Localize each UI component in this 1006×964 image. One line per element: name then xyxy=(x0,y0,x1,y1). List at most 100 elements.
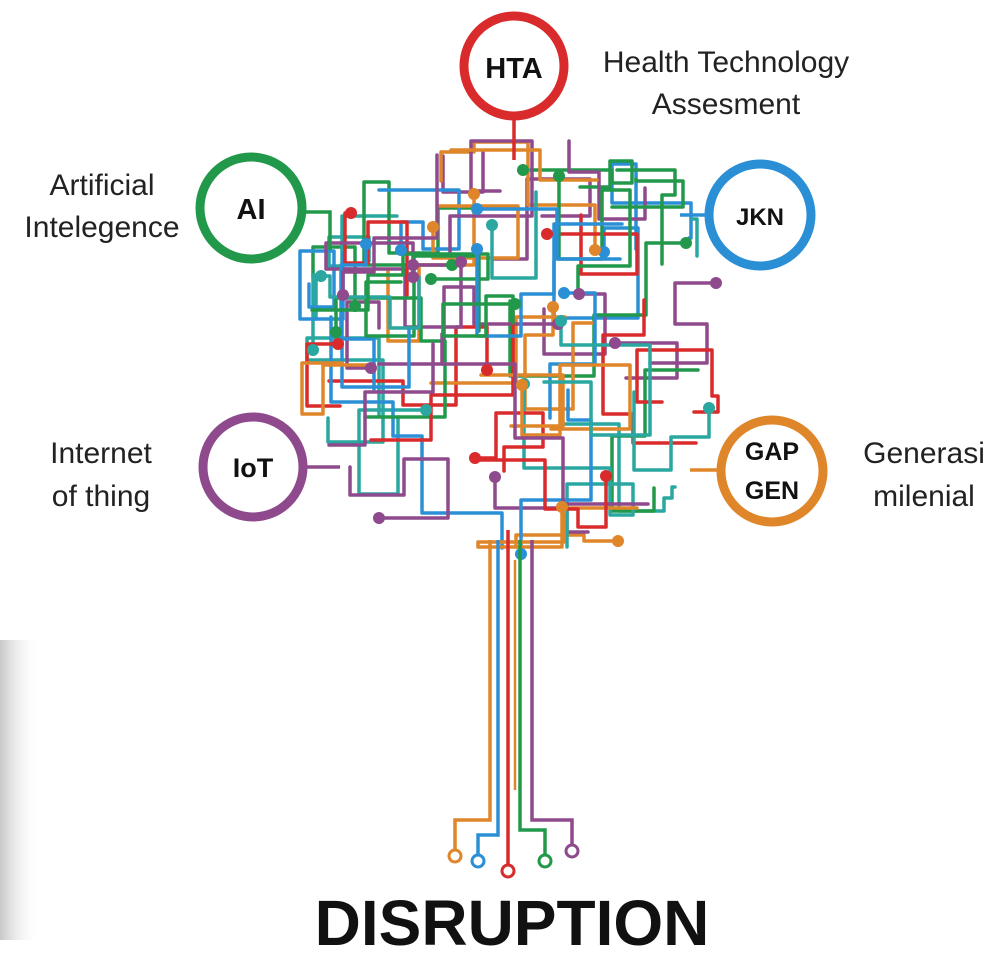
circuit-node-dot xyxy=(553,170,565,182)
circuit-node-dot xyxy=(486,219,498,231)
circuit-trace xyxy=(340,316,411,389)
circuit-node-dot xyxy=(703,402,715,414)
trunk-terminals xyxy=(447,843,580,879)
circuit-trace xyxy=(327,342,435,447)
page-title: DISRUPTION xyxy=(315,887,710,959)
hta-label: HTA xyxy=(485,53,543,85)
left-edge-shadow xyxy=(0,640,40,940)
tree-trunk xyxy=(453,530,574,865)
iot-description-line1: Internet xyxy=(50,437,152,470)
circuit-trace xyxy=(479,373,565,428)
circuit-nodes xyxy=(307,164,722,560)
circuit-trace xyxy=(311,245,357,308)
circuit-trace xyxy=(431,204,520,260)
circuit-trace xyxy=(475,207,622,261)
gap-gen-description-line1: Generasi xyxy=(863,437,985,470)
circuit-node-dot xyxy=(420,404,432,416)
circuit-node-dot xyxy=(407,271,419,283)
circuit-node-dot xyxy=(680,237,692,249)
circuit-node-dot xyxy=(395,244,407,256)
gen-label: GEN xyxy=(745,477,799,505)
circuit-trace xyxy=(514,533,620,549)
circuit-trace xyxy=(377,188,461,252)
circuit-node-dot xyxy=(573,288,585,300)
circuit-trace xyxy=(319,274,421,330)
node-connectors xyxy=(306,118,718,472)
hta-description-line2: Assesment xyxy=(652,88,801,121)
circuit-trace xyxy=(522,382,635,549)
ai-node[interactable]: AI xyxy=(195,152,307,264)
circuit-trace xyxy=(491,177,592,261)
circuit-node-dot xyxy=(455,256,467,268)
circuit-node-dot xyxy=(516,379,528,391)
circuit-trace xyxy=(567,139,647,221)
ai-description-line2: Intelegence xyxy=(24,211,179,244)
circuit-node-dot xyxy=(349,300,361,312)
circuit-node-dot xyxy=(471,243,483,255)
gap-gen-node[interactable]: GAP GEN xyxy=(716,415,828,527)
circuit-node-dot xyxy=(425,273,437,285)
circuit-trace xyxy=(690,217,699,258)
circuit-node-dot xyxy=(555,315,567,327)
circuit-node-dot xyxy=(332,338,344,350)
circuit-trace xyxy=(610,368,700,513)
circuit-trace xyxy=(610,177,685,209)
circuit-trace xyxy=(300,361,375,416)
circuit-node-dot xyxy=(547,301,559,313)
circuit-node-dot xyxy=(509,298,521,310)
circuit-node-dot xyxy=(517,164,529,176)
circuit-trace xyxy=(449,148,599,182)
gap-label: GAP xyxy=(745,438,799,466)
circuit-node-dot xyxy=(600,470,612,482)
circuit-trace xyxy=(310,252,490,312)
circuit-trace xyxy=(545,213,639,276)
iot-description-line2: of thing xyxy=(52,480,150,513)
circuit-node-dot xyxy=(609,337,621,349)
ai-description-line1: Artificial xyxy=(49,169,154,202)
circuit-node-dot xyxy=(373,512,385,524)
circuit-node-dot xyxy=(345,207,357,219)
circuit-node-dot xyxy=(710,277,722,289)
circuit-trace xyxy=(429,315,567,385)
circuit-node-dot xyxy=(489,471,501,483)
iot-node[interactable]: IoT xyxy=(198,412,308,522)
hta-node[interactable]: HTA xyxy=(459,11,569,121)
circuit-trace xyxy=(648,281,718,365)
circuit-node-dot xyxy=(365,362,377,374)
circuit-trace xyxy=(311,273,318,352)
circuit-trace xyxy=(441,294,517,338)
circuit-trace xyxy=(519,388,593,556)
circuit-node-dot xyxy=(330,326,342,338)
circuit-trace xyxy=(520,363,632,437)
circuit-node-dot xyxy=(481,364,493,376)
jkn-node[interactable]: JKN xyxy=(704,159,816,271)
circuit-node-dot xyxy=(598,246,610,258)
gap-gen-description-line2: milenial xyxy=(873,480,975,513)
circuit-node-dot xyxy=(307,344,319,356)
circuit-trace xyxy=(610,162,693,251)
hta-description-line1: Health Technology xyxy=(603,46,849,79)
circuit-trace xyxy=(471,458,608,529)
circuit-trace xyxy=(490,190,538,280)
circuit-trace xyxy=(348,457,450,520)
circuit-node-dot xyxy=(469,452,481,464)
jkn-label: JKN xyxy=(736,204,784,231)
circuit-node-dot xyxy=(468,188,480,200)
iot-label: IoT xyxy=(233,453,274,483)
circuit-tree xyxy=(298,139,720,556)
circuit-node-dot xyxy=(471,203,483,215)
circuit-trace xyxy=(305,336,385,444)
circuit-trace xyxy=(345,300,381,370)
circuit-node-dot xyxy=(589,244,601,256)
circuit-trace xyxy=(473,411,545,473)
circuit-node-dot xyxy=(337,289,349,301)
circuit-trace xyxy=(542,319,652,437)
circuit-node-dot xyxy=(427,221,439,233)
circuit-node-dot xyxy=(541,228,553,240)
circuit-node-dot xyxy=(360,238,372,250)
circuit-trace xyxy=(521,159,634,189)
circuit-trace xyxy=(615,168,677,266)
circuit-trace xyxy=(364,254,481,338)
ai-label: AI xyxy=(237,194,266,226)
